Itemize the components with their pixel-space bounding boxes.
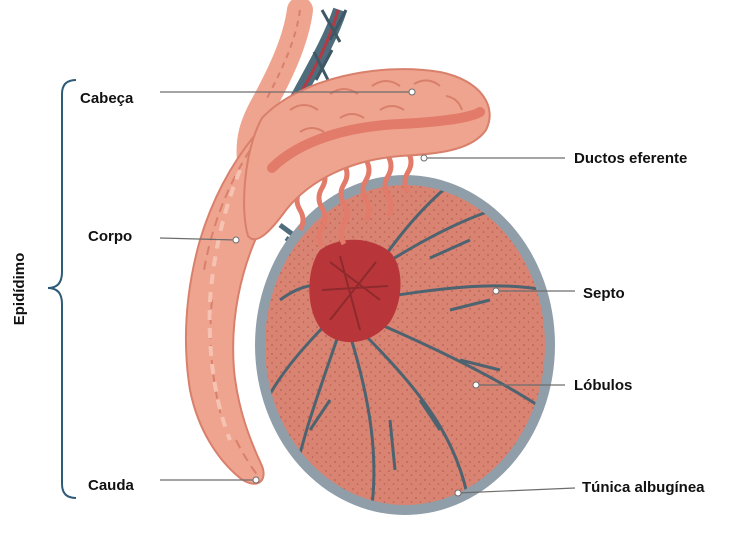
label-septo: Septo bbox=[583, 285, 625, 302]
label-ductos-eferente: Ductos eferente bbox=[574, 150, 687, 167]
label-lobulos: Lóbulos bbox=[574, 377, 632, 394]
label-cauda: Cauda bbox=[88, 477, 135, 494]
epididimo-bracket bbox=[48, 80, 76, 498]
epididimo-label: Epidídimo bbox=[11, 253, 28, 326]
label-corpo: Corpo bbox=[88, 228, 132, 245]
label-tunica-albuginea: Túnica albugínea bbox=[582, 479, 705, 496]
label-cabeca: Cabeça bbox=[80, 90, 134, 107]
